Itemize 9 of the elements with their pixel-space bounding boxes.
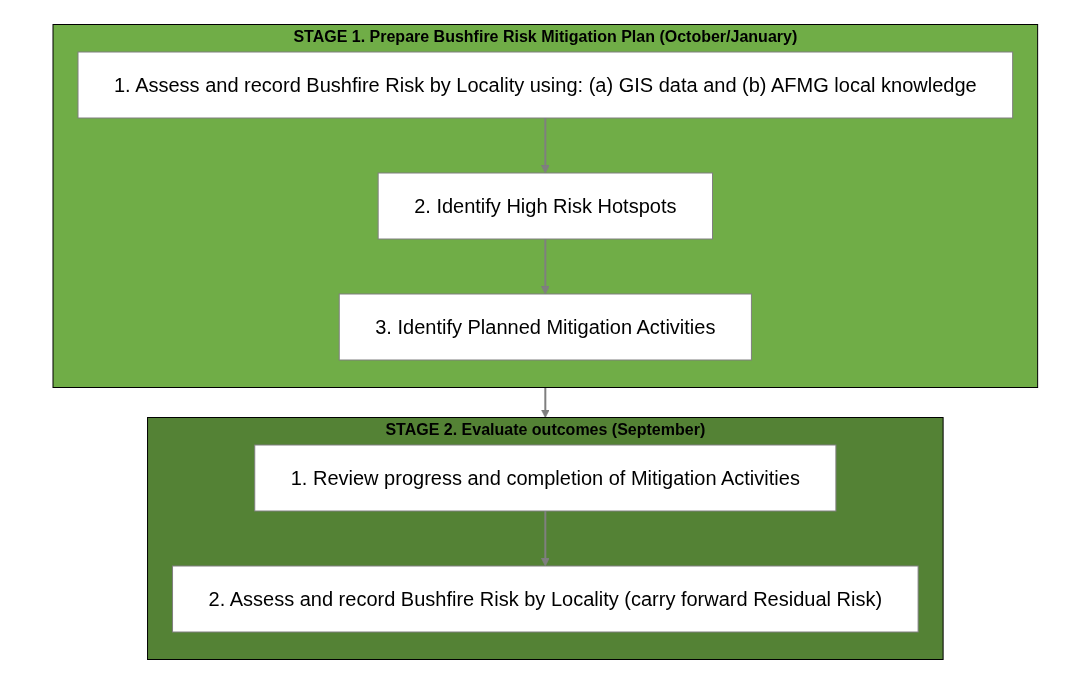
- arrow: [541, 238, 550, 295]
- arrow: [541, 386, 550, 418]
- node-box: 1. Assess and record Bushfire Risk by Locality using: (a) GIS data and (b) AFMG local knowledge: [77, 51, 1014, 119]
- node-box: 3. Identify Planned Mitigation Activities: [338, 293, 753, 361]
- node-box: 2. Identify High Risk Hotspots: [377, 172, 714, 240]
- node-box: 1. Review progress and completion of Mitigation Activities: [254, 444, 837, 512]
- arrow: [541, 117, 550, 174]
- node-box: 2. Assess and record Bushfire Risk by Locality (carry forward Residual Risk): [172, 565, 919, 633]
- arrow: [541, 510, 550, 567]
